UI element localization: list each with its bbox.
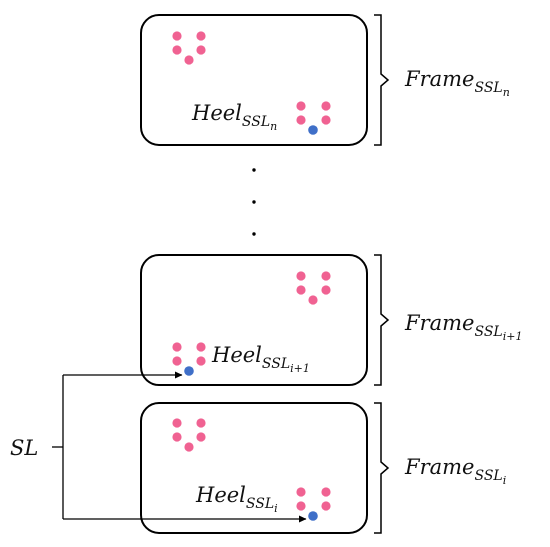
- marker-dot: [296, 101, 306, 111]
- marker-dot: [196, 418, 206, 428]
- marker-dot: [172, 418, 182, 428]
- frame-n-marker-cluster-upper: [172, 31, 206, 65]
- heel-label-i-plus-1: HeelSSLi+1: [211, 343, 310, 375]
- frame-i-marker-cluster-upper: [172, 418, 206, 452]
- frame-n-marker-cluster-lower: [296, 101, 331, 135]
- frame-label-n: FrameSSLn: [404, 67, 510, 99]
- marker-dot: [196, 432, 206, 442]
- frame-i-plus-1-marker-cluster-upper: [296, 271, 331, 305]
- marker-dot: [172, 31, 182, 41]
- frame-label-i-plus-1: FrameSSLi+1: [404, 311, 522, 343]
- marker-dot: [196, 342, 206, 352]
- brace-frame-i-plus-1: [374, 254, 390, 386]
- marker-dot: [296, 115, 306, 125]
- marker-dot: [321, 271, 331, 281]
- heel-dot: [308, 511, 318, 521]
- frame-i-plus-1-marker-cluster-lower: [172, 342, 206, 376]
- heel-dot: [308, 125, 318, 135]
- frame-i-marker-cluster-lower: [296, 487, 331, 521]
- heel-label-i: HeelSSLi: [195, 483, 278, 515]
- heel-label-n: HeelSSLn: [191, 101, 277, 133]
- frame-i-plus-1-group: HeelSSLi+1 FrameSSLi+1: [140, 254, 522, 386]
- marker-dot: [321, 101, 331, 111]
- marker-dot: [321, 487, 331, 497]
- heel-dot: [184, 366, 194, 376]
- frame-i-plus-1-box: [140, 254, 368, 386]
- marker-dot: [321, 501, 331, 511]
- marker-dot: [321, 285, 331, 295]
- ellipsis-dot: [252, 168, 256, 172]
- marker-dot: [196, 45, 206, 55]
- marker-dot: [172, 432, 182, 442]
- brace-frame-n: [374, 14, 390, 146]
- marker-dot: [321, 115, 331, 125]
- vertical-ellipsis-icon: [252, 168, 256, 236]
- marker-dot: [308, 295, 318, 305]
- frame-label-i: FrameSSLi: [404, 455, 506, 487]
- ellipsis-dot: [252, 200, 256, 204]
- marker-dot: [296, 271, 306, 281]
- stride-length-label: SL: [10, 436, 38, 460]
- marker-dot: [184, 55, 194, 65]
- marker-dot: [184, 442, 194, 452]
- marker-dot: [172, 45, 182, 55]
- marker-dot: [196, 31, 206, 41]
- ellipsis-dot: [252, 232, 256, 236]
- marker-dot: [296, 487, 306, 497]
- brace-frame-i: [374, 402, 390, 534]
- marker-dot: [172, 342, 182, 352]
- frame-i-group: HeelSSLi FrameSSLi: [140, 402, 506, 534]
- marker-dot: [296, 501, 306, 511]
- marker-dot: [296, 285, 306, 295]
- stride-length-bracket: SL: [10, 371, 307, 523]
- frame-n-box: [140, 14, 368, 146]
- frame-n-group: HeelSSLn FrameSSLn: [140, 14, 510, 146]
- frame-i-box: [140, 402, 368, 534]
- marker-dot: [172, 356, 182, 366]
- marker-dot: [196, 356, 206, 366]
